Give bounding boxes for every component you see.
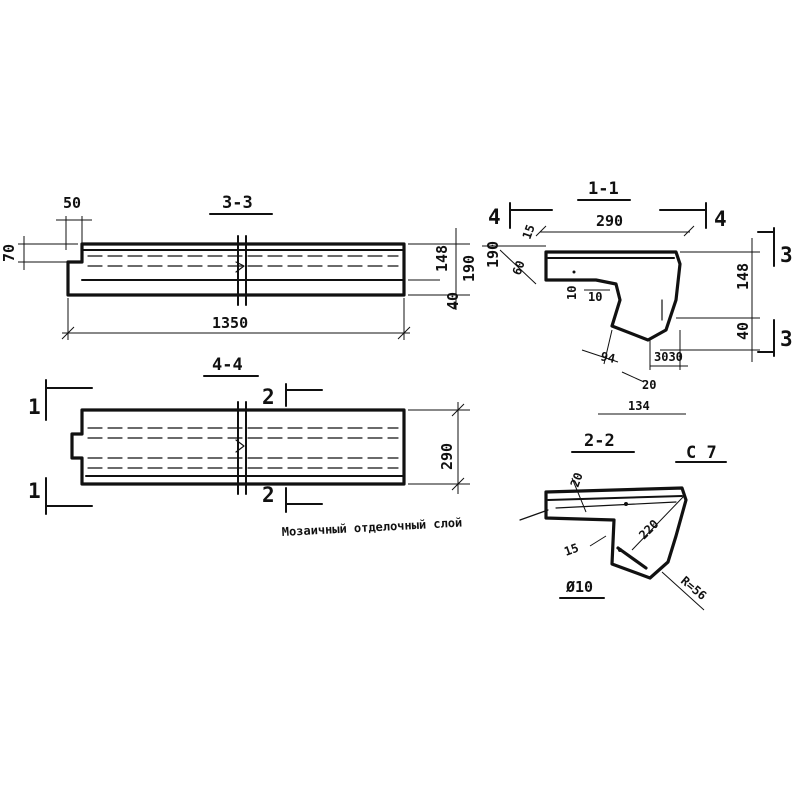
section-title-1-1: 1-1 [588,179,619,199]
dim-220: 220 [636,517,661,542]
section-title-2-2: 2-2 [584,431,615,451]
dim-15-b: 15 [562,541,580,559]
dim-190-b: 190 [484,241,502,268]
dim-94: 94 [599,349,616,366]
view-2-2: 2-2 С 7 20 220 15 R=56 Ø10 [544,431,727,611]
dim-148-a: 148 [433,245,451,272]
section-mark-2-top: 2 [262,385,275,409]
section-mark-2-bottom: 2 [262,483,275,507]
dim-20: 20 [642,378,656,392]
cross-section-1-1-outline [544,250,682,342]
view-3-3: 3-3 50 70 1350 148 190 [0,193,478,340]
dim-r56: R=56 [678,574,709,603]
dim-290-a: 290 [596,212,623,230]
section-title-4-4: 4-4 [212,355,243,375]
dim-15: 15 [520,223,538,241]
dim-134: 134 [628,399,650,413]
dim-40: 40 [444,292,462,310]
dim-190-a: 190 [460,255,478,282]
section-mark-1-bottom: 1 [28,479,41,503]
dim-50: 50 [63,194,81,212]
dim-60: 60 [510,259,528,277]
dim-3030: 3030 [654,350,683,364]
dim-10-b: 10 [588,290,602,304]
section-mark-1-top: 1 [28,395,41,419]
dim-10-a: 10 [565,286,579,300]
dim-70: 70 [0,244,18,262]
dim-148-b: 148 [734,263,752,290]
section-mark-4-right: 4 [714,207,727,231]
rebar-d10: Ø10 [565,578,593,596]
beam-3-3-outline [66,242,406,297]
dim-1350: 1350 [212,314,248,332]
section-title-3-3: 3-3 [222,193,253,213]
dim-290-b: 290 [438,443,456,470]
view-4-4: 4-4 1 1 2 2 290 Мозаичный [28,355,549,539]
mosaic-layer-note: Мозаичный отделочный слой [281,516,462,539]
view-1-1: 1-1 4 4 290 190 60 15 10 10 148 [482,179,793,415]
dim-40-b: 40 [734,322,752,340]
label-c7: С 7 [686,443,717,463]
section-mark-3-top: 3 [780,243,793,267]
cross-section-2-2-outline [544,486,688,580]
beam-4-4-outline [70,408,406,486]
dim-20-b: 20 [568,471,586,489]
section-mark-3-bottom: 3 [780,327,793,351]
section-mark-4-left: 4 [488,205,501,229]
